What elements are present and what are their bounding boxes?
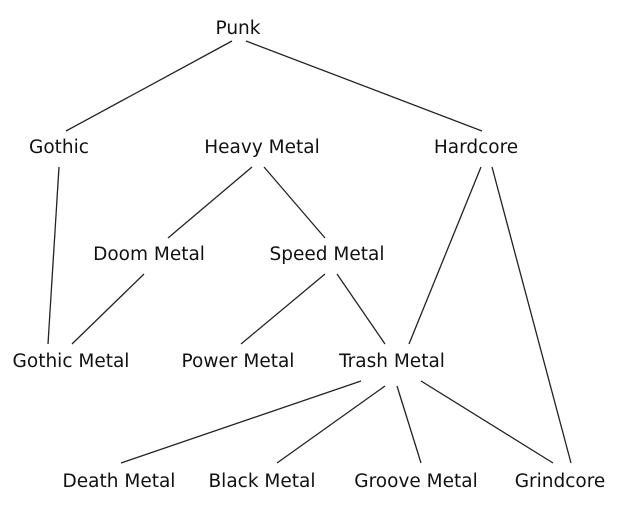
edge-trash-metal-to-black-metal	[276, 385, 386, 464]
edge-heavy-metal-to-speed-metal	[263, 166, 326, 239]
node-speed-metal: Speed Metal	[269, 243, 385, 265]
node-heavy-metal: Heavy Metal	[204, 136, 320, 158]
node-death-metal: Death Metal	[62, 470, 176, 492]
node-punk: Punk	[215, 17, 261, 39]
node-hardcore: Hardcore	[433, 136, 519, 158]
edge-hardcore-to-grindcore	[491, 166, 572, 464]
edge-doom-metal-to-gothic-metal	[71, 273, 145, 345]
node-doom-metal: Doom Metal	[93, 243, 205, 265]
edge-hardcore-to-trash-metal	[408, 166, 482, 345]
edge-heavy-metal-to-doom-metal	[167, 166, 253, 239]
edge-gothic-to-gothic-metal	[47, 166, 60, 345]
edge-speed-metal-to-power-metal	[240, 273, 326, 345]
node-trash-metal: Trash Metal	[339, 350, 445, 372]
node-groove-metal: Groove Metal	[354, 470, 478, 492]
node-gothic: Gothic	[29, 136, 89, 158]
node-black-metal: Black Metal	[208, 470, 316, 492]
edge-punk-to-hardcore	[245, 40, 483, 132]
node-power-metal: Power Metal	[181, 350, 295, 372]
node-gothic-metal: Gothic Metal	[12, 350, 130, 372]
edge-trash-metal-to-groove-metal	[396, 385, 422, 464]
node-grindcore: Grindcore	[514, 470, 606, 492]
edge-speed-metal-to-trash-metal	[336, 273, 386, 345]
edge-punk-to-gothic	[65, 40, 233, 132]
edge-trash-metal-to-grindcore	[420, 380, 554, 464]
edge-trash-metal-to-death-metal	[120, 380, 362, 464]
